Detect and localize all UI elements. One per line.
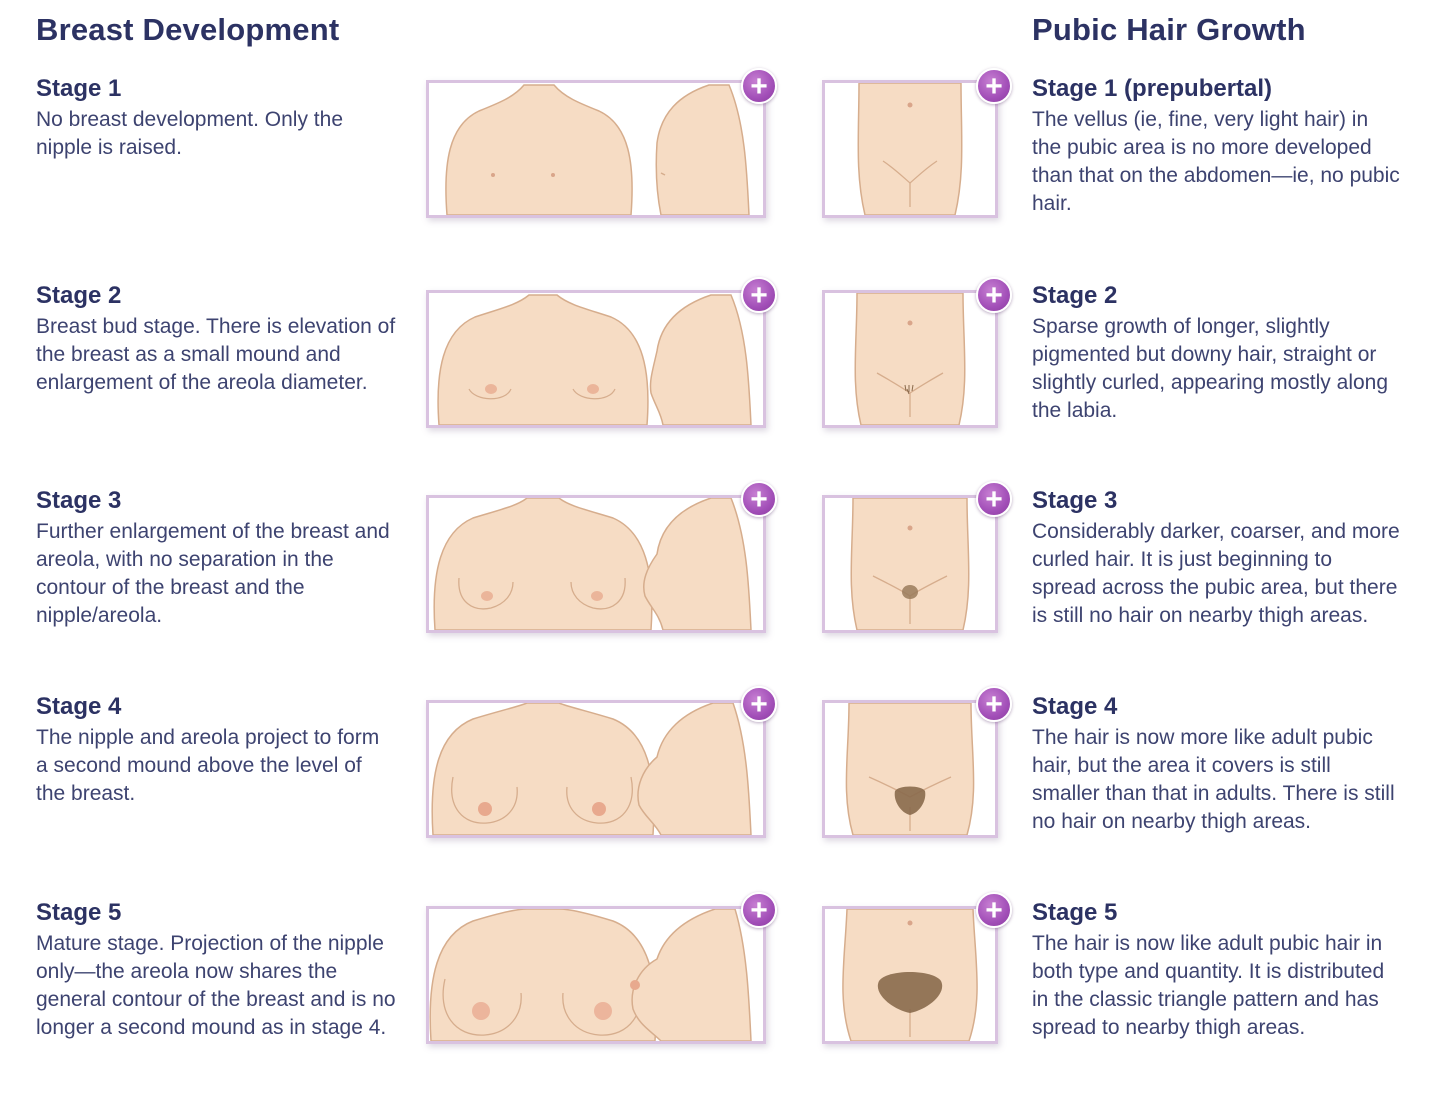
breast-stage-desc: Further enlargement of the breast and ar… bbox=[36, 520, 390, 628]
pubic-stage-3-figure[interactable] bbox=[822, 495, 998, 633]
plus-circle-icon[interactable]: + bbox=[976, 68, 1012, 104]
pubic-stage-title: Stage 4 bbox=[1032, 693, 1118, 720]
plus-circle-icon[interactable]: + bbox=[976, 686, 1012, 722]
breast-stage-title: Stage 1 bbox=[36, 75, 122, 102]
breast-stage-desc: No breast development. Only the nipple i… bbox=[36, 108, 344, 160]
pubic-stage-5-figure[interactable] bbox=[822, 906, 998, 1044]
plus-circle-icon[interactable]: + bbox=[976, 892, 1012, 928]
breast-stage-desc: Mature stage. Projection of the nipple o… bbox=[36, 932, 396, 1040]
pubic-stage-5-text: Stage 5 The hair is now like adult pubic… bbox=[1032, 899, 1402, 1042]
breast-stage-desc: The nipple and areola project to form a … bbox=[36, 726, 380, 806]
breast-stage-title: Stage 4 bbox=[36, 693, 122, 720]
pubic-stage-desc: The hair is now more like adult pubic ha… bbox=[1032, 726, 1395, 834]
breast-stage-desc: Breast bud stage. There is elevation of … bbox=[36, 315, 396, 395]
pubic-stage-desc: Sparse growth of longer, slightly pigmen… bbox=[1032, 315, 1389, 423]
pubic-stage-2-text: Stage 2 Sparse growth of longer, slightl… bbox=[1032, 282, 1402, 425]
breast-stage-1-text: Stage 1 No breast development. Only the … bbox=[36, 75, 396, 162]
pubic-hair-growth-heading: Pubic Hair Growth bbox=[1032, 12, 1306, 47]
plus-circle-icon[interactable]: + bbox=[741, 277, 777, 313]
breast-stage-5-figure[interactable] bbox=[426, 906, 766, 1044]
pubic-stage-1-text: Stage 1 (prepubertal) The vellus (ie, fi… bbox=[1032, 75, 1402, 218]
pubic-stage-title: Stage 2 bbox=[1032, 282, 1118, 309]
pubic-stage-title: Stage 3 bbox=[1032, 487, 1118, 514]
plus-circle-icon[interactable]: + bbox=[741, 68, 777, 104]
breast-stage-title: Stage 3 bbox=[36, 487, 122, 514]
plus-circle-icon[interactable]: + bbox=[741, 481, 777, 517]
breast-stage-5-text: Stage 5 Mature stage. Projection of the … bbox=[36, 899, 396, 1042]
breast-stage-title: Stage 5 bbox=[36, 899, 122, 926]
pubic-stage-4-text: Stage 4 The hair is now more like adult … bbox=[1032, 693, 1402, 836]
pubic-stage-desc: The hair is now like adult pubic hair in… bbox=[1032, 932, 1385, 1040]
breast-stage-3-text: Stage 3 Further enlargement of the breas… bbox=[36, 487, 396, 630]
breast-stage-2-text: Stage 2 Breast bud stage. There is eleva… bbox=[36, 282, 396, 397]
breast-stage-4-text: Stage 4 The nipple and areola project to… bbox=[36, 693, 396, 808]
pubic-stage-1-figure[interactable] bbox=[822, 80, 998, 218]
breast-stage-2-figure[interactable] bbox=[426, 290, 766, 428]
pubic-stage-desc: Considerably darker, coarser, and more c… bbox=[1032, 520, 1400, 628]
breast-stage-4-figure[interactable] bbox=[426, 700, 766, 838]
pubic-stage-3-text: Stage 3 Considerably darker, coarser, an… bbox=[1032, 487, 1402, 630]
plus-circle-icon[interactable]: + bbox=[741, 686, 777, 722]
pubic-stage-desc: The vellus (ie, fine, very light hair) i… bbox=[1032, 108, 1400, 216]
breast-stage-1-figure[interactable] bbox=[426, 80, 766, 218]
pubic-stage-title: Stage 1 (prepubertal) bbox=[1032, 75, 1273, 102]
breast-stage-title: Stage 2 bbox=[36, 282, 122, 309]
plus-circle-icon[interactable]: + bbox=[741, 892, 777, 928]
breast-development-heading: Breast Development bbox=[36, 12, 340, 47]
breast-stage-3-figure[interactable] bbox=[426, 495, 766, 633]
plus-circle-icon[interactable]: + bbox=[976, 481, 1012, 517]
pubic-stage-4-figure[interactable] bbox=[822, 700, 998, 838]
plus-circle-icon[interactable]: + bbox=[976, 277, 1012, 313]
pubic-stage-2-figure[interactable] bbox=[822, 290, 998, 428]
pubic-stage-title: Stage 5 bbox=[1032, 899, 1118, 926]
